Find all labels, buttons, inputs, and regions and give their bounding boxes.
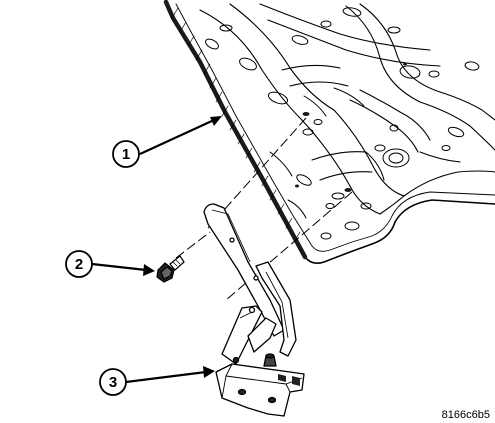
- callout-3-label: 3: [109, 374, 117, 391]
- hinge-bolt: [156, 255, 185, 283]
- callout-3: 3: [99, 366, 215, 396]
- alignment-lines: [175, 117, 353, 301]
- hood-hinge: [203, 203, 305, 417]
- figure-code: 8166c6b5: [442, 409, 490, 421]
- hood-panel: [163, 0, 495, 264]
- callout-2-label: 2: [75, 256, 83, 273]
- callout-2: 2: [65, 250, 155, 278]
- callout-1: 1: [112, 116, 222, 168]
- callout-1-label: 1: [122, 146, 130, 163]
